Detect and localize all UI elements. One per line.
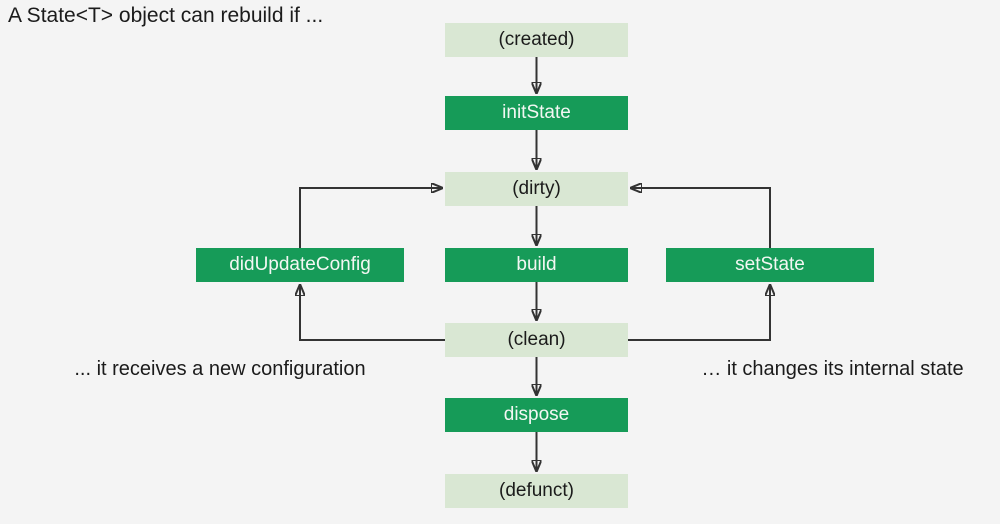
node-dirty: (dirty) (445, 172, 628, 206)
arrow-didupdateconfig-to-dirty (299, 188, 443, 248)
node-clean: (clean) (445, 323, 628, 357)
node-setstate: setState (666, 248, 874, 282)
caption-internal-state: … it changes its internal state (701, 358, 964, 380)
node-didupdateconfig: didUpdateConfig (196, 248, 404, 282)
node-build: build (445, 248, 628, 282)
arrow-setstate-to-dirty (630, 188, 771, 248)
node-defunct: (defunct) (445, 474, 628, 508)
arrow-clean-to-setstate (628, 284, 770, 341)
diagram-title: A State<T> object can rebuild if ... (8, 4, 324, 27)
arrow-clean-to-didupdateconfig (300, 284, 445, 341)
node-dispose: dispose (445, 398, 628, 432)
caption-new-configuration: ... it receives a new configuration (74, 358, 366, 380)
node-created: (created) (445, 23, 628, 57)
node-initstate: initState (445, 96, 628, 130)
